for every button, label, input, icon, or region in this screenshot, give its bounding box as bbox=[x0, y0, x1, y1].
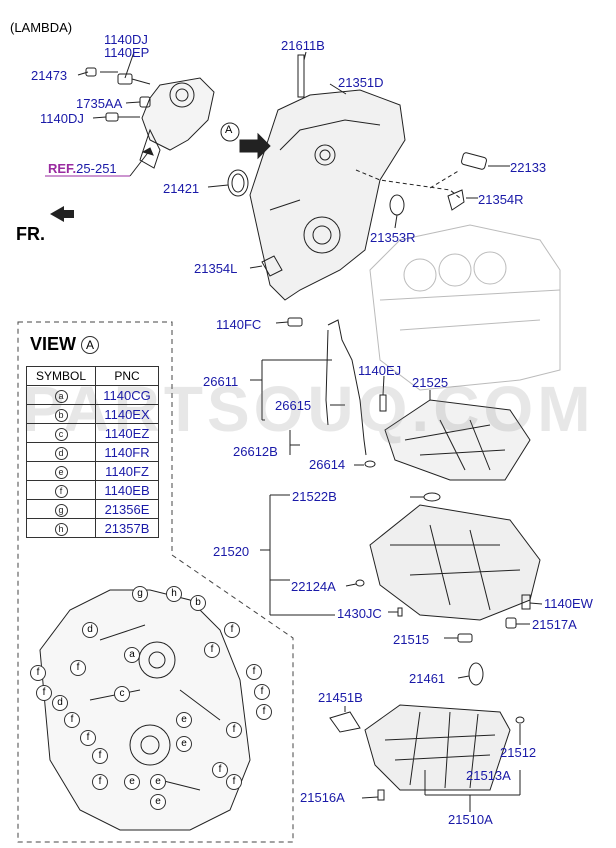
pnc-link[interactable]: 1140EX bbox=[95, 404, 159, 424]
view-table-title: VIEW A bbox=[30, 334, 100, 355]
part-21421[interactable]: 21421 bbox=[163, 181, 200, 196]
part-21461[interactable]: 21461 bbox=[409, 671, 446, 686]
part-1140EW[interactable]: 1140EW bbox=[544, 596, 593, 611]
table-row: e 1140FZ bbox=[26, 461, 159, 481]
part-1140DJ-bottom[interactable]: 1140DJ bbox=[40, 111, 84, 126]
callout-f[interactable]: f bbox=[70, 660, 86, 676]
callout-f[interactable]: f bbox=[80, 730, 96, 746]
ref-number: 25-251 bbox=[76, 161, 117, 176]
table-row: g 21356E bbox=[26, 499, 159, 519]
part-1140FC[interactable]: 1140FC bbox=[216, 317, 262, 332]
pnc-link[interactable]: 1140FR bbox=[95, 442, 159, 462]
callout-e[interactable]: e bbox=[124, 774, 140, 790]
part-21515[interactable]: 21515 bbox=[393, 632, 430, 647]
part-1430JC[interactable]: 1430JC bbox=[337, 606, 382, 621]
callout-e[interactable]: e bbox=[150, 774, 166, 790]
callout-h[interactable]: h bbox=[166, 586, 182, 602]
callout-f[interactable]: f bbox=[246, 664, 262, 680]
part-21351D[interactable]: 21351D bbox=[338, 75, 384, 90]
symbol-circle: g bbox=[54, 504, 68, 517]
front-marker-label: FR. bbox=[16, 224, 45, 244]
callout-f[interactable]: f bbox=[36, 685, 52, 701]
part-21354R[interactable]: 21354R bbox=[478, 192, 524, 207]
callout-f[interactable]: f bbox=[254, 684, 270, 700]
view-title-circle: A bbox=[81, 336, 100, 355]
part-1140EP[interactable]: 1140EP bbox=[104, 45, 150, 60]
callout-f[interactable]: f bbox=[92, 774, 108, 790]
symbol-circle: c bbox=[54, 428, 68, 441]
table-row: b 1140EX bbox=[26, 404, 159, 424]
callout-f[interactable]: f bbox=[224, 622, 240, 638]
symbol-circle: b bbox=[54, 409, 68, 422]
pnc-link[interactable]: 1140CG bbox=[95, 385, 159, 405]
callout-b[interactable]: b bbox=[190, 595, 206, 611]
callout-e[interactable]: e bbox=[150, 794, 166, 810]
part-21525[interactable]: 21525 bbox=[412, 375, 449, 390]
part-21354L[interactable]: 21354L bbox=[194, 261, 238, 276]
symbol-circle: e bbox=[54, 466, 68, 479]
callout-g[interactable]: g bbox=[132, 586, 148, 602]
table-row: c 1140EZ bbox=[26, 423, 159, 443]
callout-d[interactable]: d bbox=[82, 622, 98, 638]
pnc-link[interactable]: 21357B bbox=[95, 518, 159, 538]
symbol-circle: d bbox=[54, 447, 68, 460]
part-21512[interactable]: 21512 bbox=[500, 745, 537, 760]
engine-variant-label: (LAMBDA) bbox=[10, 20, 73, 35]
view-a-marker: A bbox=[225, 124, 233, 136]
callout-e[interactable]: e bbox=[176, 712, 192, 728]
symbol-circle: f bbox=[54, 485, 68, 498]
part-21510A[interactable]: 21510A bbox=[448, 812, 493, 827]
callout-f[interactable]: f bbox=[204, 642, 220, 658]
part-1140DJ-top[interactable]: 1140DJ bbox=[104, 32, 148, 47]
table-row: d 1140FR bbox=[26, 442, 159, 462]
view-title-text: VIEW bbox=[30, 334, 77, 354]
part-21522B[interactable]: 21522B bbox=[292, 489, 337, 504]
callout-f[interactable]: f bbox=[92, 748, 108, 764]
part-22124A[interactable]: 22124A bbox=[291, 579, 336, 594]
callout-f[interactable]: f bbox=[226, 722, 242, 738]
part-21473[interactable]: 21473 bbox=[31, 68, 68, 83]
part-1140EJ[interactable]: 1140EJ bbox=[358, 363, 402, 378]
symbol-pnc-table: SYMBOL PNC a 1140CG b 1140EX c 1140EZ d 1140… bbox=[26, 366, 159, 538]
callout-f[interactable]: f bbox=[212, 762, 228, 778]
part-21611B[interactable]: 21611B bbox=[281, 38, 325, 53]
callout-e[interactable]: e bbox=[176, 736, 192, 752]
pnc-link[interactable]: 1140FZ bbox=[95, 461, 159, 481]
pnc-link[interactable]: 1140EZ bbox=[95, 423, 159, 443]
part-21353R[interactable]: 21353R bbox=[370, 230, 416, 245]
part-21517A[interactable]: 21517A bbox=[532, 617, 577, 632]
col-pnc-header: PNC bbox=[95, 366, 159, 386]
part-21513A[interactable]: 21513A bbox=[466, 768, 511, 783]
callout-f[interactable]: f bbox=[226, 774, 242, 790]
part-22133[interactable]: 22133 bbox=[510, 160, 547, 175]
symbol-circle: h bbox=[54, 523, 68, 536]
part-26612B[interactable]: 26612B bbox=[233, 444, 278, 459]
pnc-link[interactable]: 1140EB bbox=[95, 480, 159, 500]
callout-f[interactable]: f bbox=[256, 704, 272, 720]
part-26611[interactable]: 26611 bbox=[203, 374, 239, 389]
table-row: f 1140EB bbox=[26, 480, 159, 500]
pnc-link[interactable]: 21356E bbox=[95, 499, 159, 519]
table-row: a 1140CG bbox=[26, 385, 159, 405]
col-symbol-header: SYMBOL bbox=[26, 366, 96, 386]
table-row: h 21357B bbox=[26, 518, 159, 538]
part-21516A[interactable]: 21516A bbox=[300, 790, 345, 805]
part-26614[interactable]: 26614 bbox=[309, 457, 346, 472]
callout-f[interactable]: f bbox=[64, 712, 80, 728]
part-21520[interactable]: 21520 bbox=[213, 544, 250, 559]
symbol-circle: a bbox=[54, 390, 68, 403]
part-21451B[interactable]: 21451B bbox=[318, 690, 363, 705]
callout-d[interactable]: d bbox=[52, 695, 68, 711]
part-1735AA[interactable]: 1735AA bbox=[76, 96, 123, 111]
callout-c[interactable]: c bbox=[114, 686, 130, 702]
part-26615[interactable]: 26615 bbox=[275, 398, 312, 413]
callout-f[interactable]: f bbox=[30, 665, 46, 681]
ref-link[interactable]: REF.25-251 bbox=[48, 161, 117, 176]
callout-a[interactable]: a bbox=[124, 647, 140, 663]
ref-prefix: REF. bbox=[48, 161, 77, 176]
table-header-row: SYMBOL PNC bbox=[26, 366, 159, 386]
